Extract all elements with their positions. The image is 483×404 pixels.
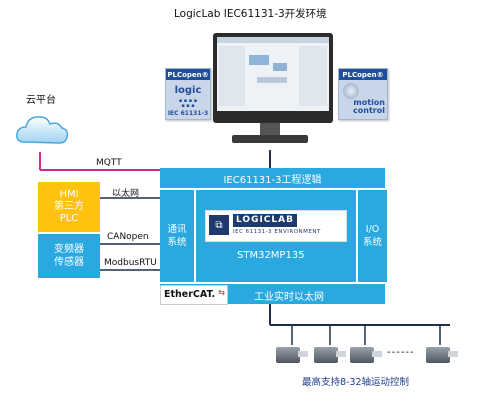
project-logic-bar: IEC61131-3工程逻辑	[160, 168, 385, 190]
servo-motor-3	[350, 343, 384, 365]
monitor-base	[232, 135, 308, 143]
monitor-screen	[217, 37, 329, 111]
ethercat-arrows-icon: ⇆	[218, 288, 225, 297]
plcopen-motion-badge: PLCopen® motion control	[338, 68, 388, 120]
ethernet-label: 以太网	[112, 189, 140, 199]
hmi-plc-box: HMI 第三方 PLC	[38, 182, 100, 232]
cloud-label: 云平台	[26, 95, 56, 106]
motor-ellipsis: ------	[387, 347, 415, 358]
canopen-label: CANopen	[107, 232, 149, 242]
io-system-box: I/O 系统	[356, 190, 387, 282]
diagram-title: LogicLab IEC61131-3开发环境	[174, 8, 327, 20]
servo-motor-2	[314, 343, 348, 365]
badge-main: logic	[174, 85, 202, 96]
plcopen-logic-badge: PLCopen® logic ▪ ▪ ▪ ▪▪ ▪ ▪ IEC 61131-3	[165, 68, 211, 120]
badge-header: PLCopen®	[166, 69, 210, 80]
logiclab-wordmark: LOGICLAB	[233, 214, 297, 227]
badge-main: motion control	[353, 98, 385, 115]
ethercat-logo: EtherCAT. ⇆	[160, 285, 228, 305]
logiclab-subtitle: IEC 61131-3 ENVIRONMENT	[233, 229, 321, 235]
logiclab-emblem-icon: ⧉	[209, 215, 229, 235]
comm-system-box: 通讯 系统	[160, 190, 196, 282]
ethercat-bar-label: 工业实时以太网	[254, 292, 324, 303]
ethercat-wordmark: EtherCAT.	[164, 289, 216, 300]
monitor	[213, 33, 333, 123]
sensor-box: 变频器 传感器	[38, 234, 100, 278]
gear-icon	[343, 83, 359, 99]
motor-caption: 最高支持8-32轴运动控制	[302, 377, 410, 388]
mqtt-label: MQTT	[96, 158, 122, 168]
logiclab-logo: ⧉ LOGICLAB IEC 61131-3 ENVIRONMENT	[205, 210, 347, 242]
badge-header: PLCopen®	[339, 69, 387, 80]
servo-motor-4	[426, 343, 460, 365]
monitor-neck	[260, 123, 280, 135]
modbus-label: ModbusRTU	[104, 258, 157, 268]
soc-label: STM32MP135	[237, 250, 305, 261]
servo-motor-1	[276, 343, 310, 365]
cloud-icon	[16, 116, 69, 144]
badge-footer: IEC 61131-3	[167, 110, 209, 117]
badge-languages-decoration: ▪ ▪ ▪ ▪▪ ▪ ▪	[178, 98, 198, 109]
